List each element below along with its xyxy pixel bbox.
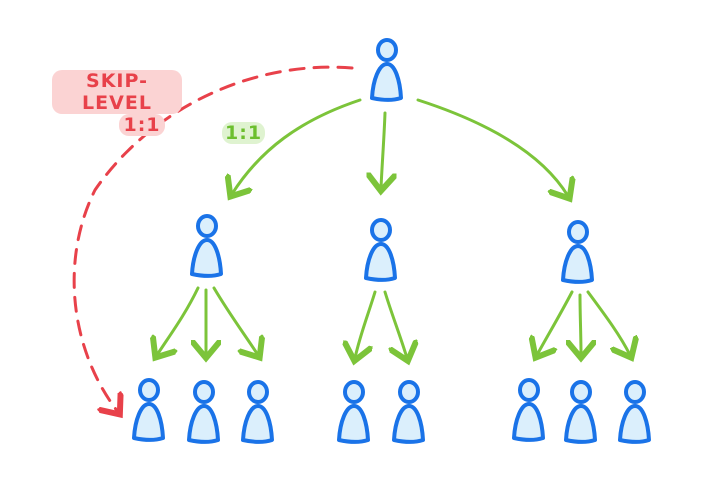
direct-report-arrows — [157, 98, 630, 358]
person-skip-5 — [392, 380, 425, 444]
one-on-one-label: 1:1 — [222, 122, 266, 144]
skip-level-arrow — [72, 65, 354, 412]
skip-level-label-line1: SKIP-LEVEL — [52, 70, 182, 114]
person-report-middle — [364, 218, 397, 282]
person-skip-7 — [564, 380, 597, 444]
person-skip-8 — [618, 380, 651, 444]
person-skip-6 — [512, 378, 545, 442]
person-report-left — [190, 214, 223, 278]
person-report-right — [561, 220, 594, 284]
one-on-one-text: 1:1 — [222, 122, 266, 144]
person-skip-4 — [337, 380, 370, 444]
person-skip-1 — [132, 378, 165, 442]
person-skip-2 — [187, 380, 220, 444]
person-root-manager — [370, 38, 403, 102]
skip-level-label-line2: 1:1 — [119, 114, 165, 136]
skip-level-label: SKIP-LEVEL 1:1 — [52, 70, 182, 136]
person-skip-3 — [241, 380, 274, 444]
